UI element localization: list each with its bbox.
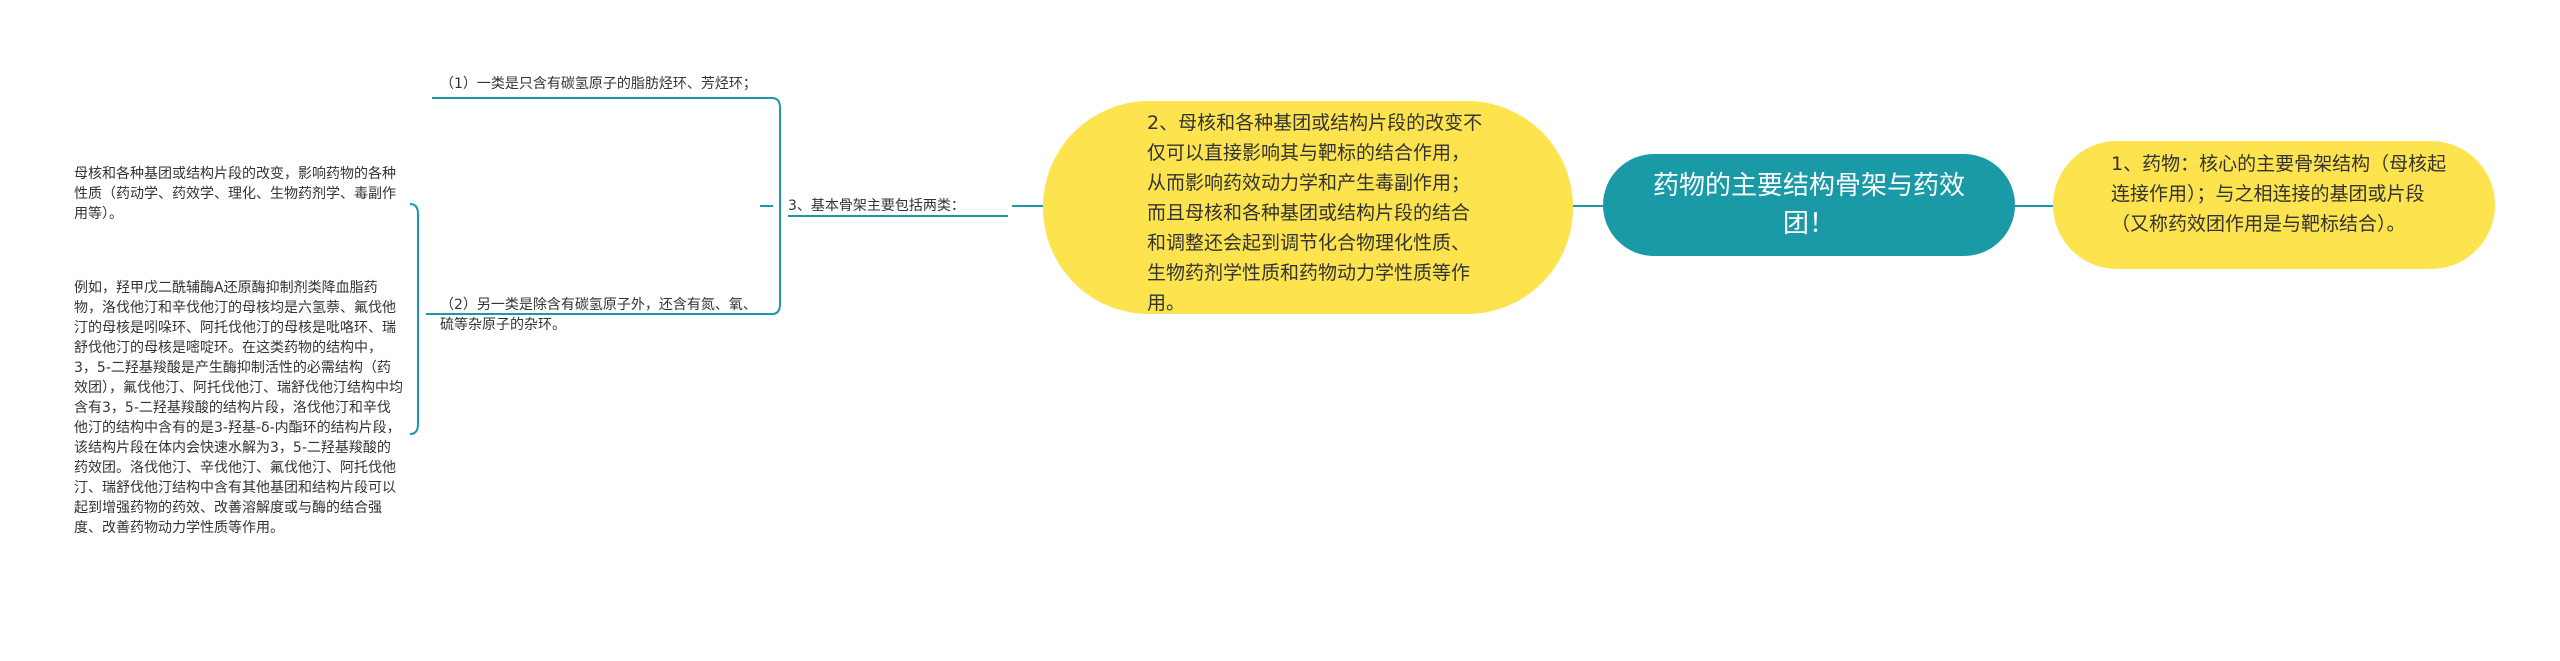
central-topic-node[interactable]: 药物的主要结构骨架与药效团！ xyxy=(1603,154,2015,256)
detail-text: 母核和各种基团或结构片段的改变，影响药物的各种性质（药动学、药效学、理化、生物药… xyxy=(74,166,396,222)
central-topic-text: 药物的主要结构骨架与药效团！ xyxy=(1652,171,1965,239)
subtopic-hydrocarbon-ring[interactable]: （1）一类是只含有碳氢原子的脂肪烃环、芳烃环； xyxy=(440,74,770,94)
subtopic-basic-skeleton[interactable]: 3、基本骨架主要包括两类： xyxy=(788,196,1008,216)
branch-text: 2、母核和各种基团或结构片段的改变不仅可以直接影响其与靶标的结合作用，从而影响药… xyxy=(1147,112,1483,314)
detail-statin-example[interactable]: 例如，羟甲戊二酰辅酶A还原酶抑制剂类降血脂药物，洛伐他汀和辛伐他汀的母核均是六氢… xyxy=(74,278,404,538)
branch-text: 1、药物：核心的主要骨架结构（母核起连接作用）；与之相连接的基团或片段（又称药效… xyxy=(2111,153,2447,235)
connector-level3-bracket xyxy=(760,97,781,315)
subtopic-text: 3、基本骨架主要包括两类： xyxy=(788,198,965,214)
subtopic-text: （1）一类是只含有碳氢原子的脂肪烃环、芳烃环； xyxy=(440,76,757,92)
subtopic-heterocycle[interactable]: （2）另一类是除含有碳氢原子外，还含有氮、氧、硫等杂原子的杂环。 xyxy=(440,295,770,335)
subtopic-text: （2）另一类是除含有碳氢原子外，还含有氮、氧、硫等杂原子的杂环。 xyxy=(440,297,757,333)
detail-text: 例如，羟甲戊二酰辅酶A还原酶抑制剂类降血脂药物，洛伐他汀和辛伐他汀的母核均是六氢… xyxy=(74,280,403,536)
branch-node-core-and-groups[interactable]: 2、母核和各种基团或结构片段的改变不仅可以直接影响其与靶标的结合作用，从而影响药… xyxy=(1043,101,1573,314)
connector-level4b-bracket xyxy=(409,203,436,435)
detail-property-effects[interactable]: 母核和各种基团或结构片段的改变，影响药物的各种性质（药动学、药效学、理化、生物药… xyxy=(74,164,404,224)
branch-node-drug-definition[interactable]: 1、药物：核心的主要骨架结构（母核起连接作用）；与之相连接的基团或片段（又称药效… xyxy=(2053,141,2495,269)
